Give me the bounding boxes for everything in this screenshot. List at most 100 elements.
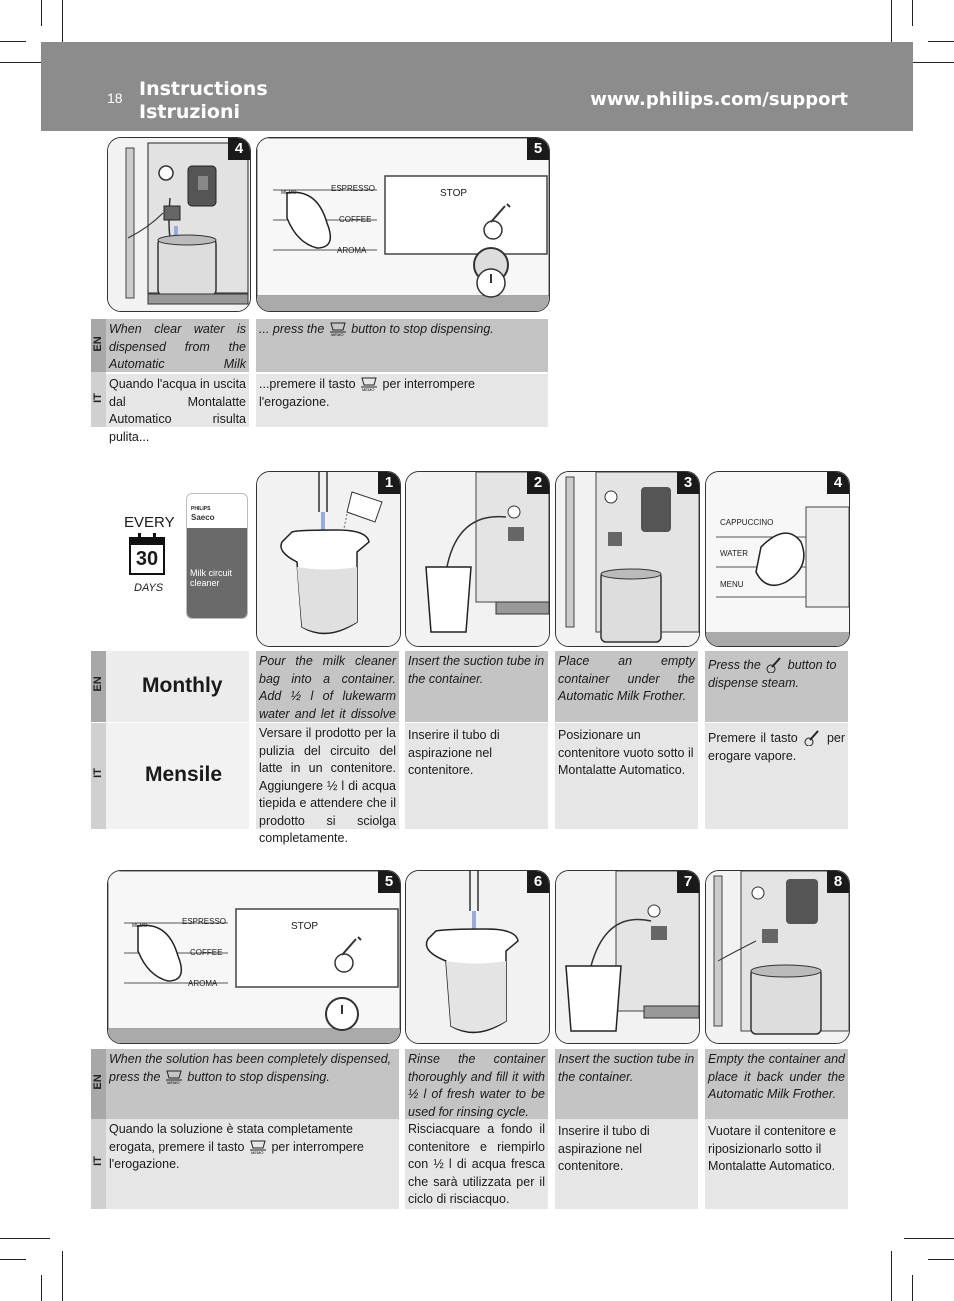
- lang-label-en: EN: [92, 336, 104, 352]
- frequency-en: Monthly: [142, 674, 223, 697]
- crop-mark: [62, 1251, 63, 1301]
- memo-cup-icon: MEMO: [359, 376, 379, 392]
- lang-bar-it: [91, 723, 106, 829]
- instruction-text: ...premere il tasto: [259, 377, 356, 391]
- memo-cup-icon: MEMO: [164, 1069, 184, 1085]
- pitcher-pour-illustration: [257, 472, 400, 646]
- instruction-text: per erogare vapore.: [708, 731, 846, 763]
- lang-bar-it: [91, 1119, 106, 1209]
- instruction-text: button to stop dispensing.: [351, 322, 494, 336]
- lang-bar-en: [91, 319, 106, 372]
- pitcher-fill-illustration: [406, 871, 549, 1043]
- instruction-text: Press the: [708, 658, 761, 672]
- memo-label: MEMO: [281, 190, 297, 196]
- figure-panel-4: 4: [107, 137, 251, 312]
- instruction-en: Press the button to dispense steam.: [705, 651, 848, 722]
- step-number: 5: [527, 138, 549, 160]
- days-number: 30: [135, 548, 159, 570]
- lang-label-en: EN: [92, 676, 104, 692]
- espresso-label: ESPRESSO: [331, 184, 376, 193]
- crop-mark: [891, 1251, 892, 1301]
- steam-wand-icon: [764, 657, 784, 674]
- package-brand-philips: PHILIPS: [191, 506, 211, 512]
- svg-text:MEMO: MEMO: [251, 1150, 263, 1155]
- step-number: 8: [827, 871, 849, 893]
- page-header: 18 Instructions Istruzioni www.philips.c…: [41, 42, 913, 131]
- crop-mark: [0, 1238, 50, 1239]
- page-number: 18: [107, 90, 123, 106]
- steam-wand-icon: [802, 730, 822, 747]
- instruction-en: Rinse the container thoroughly and fill …: [405, 1049, 548, 1119]
- package-name-line: Milk circuit: [190, 568, 232, 578]
- crop-mark: [0, 1259, 26, 1260]
- coffee-label: COFFEE: [339, 215, 372, 224]
- suction-tube-pitcher-illustration: [406, 472, 549, 646]
- instruction-it: Versare il prodotto per la pulizia del c…: [256, 723, 399, 845]
- instruction-en: Insert the suction tube in the container…: [555, 1049, 698, 1119]
- instruction-en: ... press the MEMO button to stop dispen…: [256, 319, 548, 372]
- step-number: 7: [677, 871, 699, 893]
- figure-panel-1: 1: [256, 471, 401, 647]
- instruction-it: Premere il tasto per erogare vapore.: [705, 723, 848, 829]
- milk-frother-container-illustration: [108, 138, 250, 311]
- instruction-it: Inserire il tubo di aspirazione nel cont…: [405, 723, 548, 829]
- display-stop-text: STOP: [440, 188, 468, 199]
- page-title: Instructions Istruzioni: [139, 78, 268, 124]
- instruction-text: When the solution has been completely di…: [109, 1052, 392, 1084]
- lang-label-en: EN: [92, 1074, 104, 1090]
- support-link[interactable]: www.philips.com/support: [590, 89, 848, 110]
- step-number: 6: [527, 871, 549, 893]
- figure-panel-7: 7: [555, 870, 700, 1044]
- instruction-en: Empty the container and place it back un…: [705, 1049, 848, 1119]
- crop-mark: [928, 41, 954, 42]
- crop-mark: [62, 0, 63, 50]
- instruction-it: Quando l'acqua in uscita dal Montalatte …: [106, 374, 249, 444]
- cappuccino-label: CAPPUCCINO: [720, 518, 774, 527]
- instruction-en: Pour the milk cleaner bag into a contain…: [256, 651, 399, 738]
- step-number: 2: [527, 472, 549, 494]
- crop-mark: [41, 1275, 42, 1301]
- control-panel-stop-illustration: [108, 871, 400, 1043]
- svg-text:MEMO: MEMO: [331, 332, 343, 337]
- empty-container-illustration: [556, 472, 699, 646]
- every-label: EVERY: [124, 514, 175, 531]
- crop-mark: [912, 1275, 913, 1301]
- title-it: Istruzioni: [139, 101, 241, 123]
- title-en: Instructions: [139, 78, 268, 100]
- coffee-label: COFFEE: [190, 948, 223, 957]
- figure-panel-8: 8: [705, 870, 850, 1044]
- step-number: 4: [827, 472, 849, 494]
- frequency-it: Mensile: [145, 763, 223, 786]
- container-under-frother-illustration: [706, 871, 849, 1043]
- instruction-en: Insert the suction tube in the container…: [405, 651, 548, 722]
- display-stop-text: STOP: [291, 921, 319, 932]
- figure-panel-5b: ESPRESSO COFFEE AROMA MEMO STOP 5: [107, 870, 401, 1044]
- instruction-text: Premere il tasto: [708, 731, 798, 745]
- step-number: 3: [677, 472, 699, 494]
- figure-panel-5: ESPRESSO COFFEE AROMA MEMO STOP 5: [256, 137, 550, 312]
- package-name-line: cleaner: [190, 578, 220, 588]
- svg-text:MEMO: MEMO: [167, 1080, 179, 1085]
- frequency-cell-en: [106, 651, 249, 722]
- instruction-it: Quando la soluzione è stata completament…: [106, 1119, 399, 1209]
- instruction-text: button to stop dispensing.: [187, 1069, 330, 1084]
- instruction-text: per interrompere l'erogazione.: [259, 377, 475, 409]
- instruction-text: button to dispense steam.: [708, 658, 837, 690]
- crop-mark: [891, 0, 892, 50]
- lang-bar-it: [91, 372, 106, 427]
- menu-label: MENU: [720, 580, 744, 589]
- svg-text:MEMO: MEMO: [362, 387, 374, 392]
- aroma-label: AROMA: [337, 246, 367, 255]
- step-number: 4: [228, 138, 250, 160]
- instruction-en: When the solution has been completely di…: [106, 1049, 399, 1119]
- instruction-it: Inserire il tubo di aspirazione nel cont…: [555, 1119, 698, 1209]
- crop-mark: [904, 62, 954, 63]
- package-brand-saeco: Saeco: [191, 513, 215, 522]
- instruction-it: Posizionare un contenitore vuoto sotto i…: [555, 723, 698, 829]
- crop-mark: [41, 0, 42, 26]
- milk-cleaner-package: PHILIPS Saeco Milk circuit cleaner: [186, 493, 248, 619]
- crop-mark: [904, 1238, 954, 1239]
- instruction-text: per interrompere l'erogazione.: [109, 1139, 364, 1172]
- steam-button-press-illustration: [706, 472, 849, 646]
- step-number: 5: [378, 871, 400, 893]
